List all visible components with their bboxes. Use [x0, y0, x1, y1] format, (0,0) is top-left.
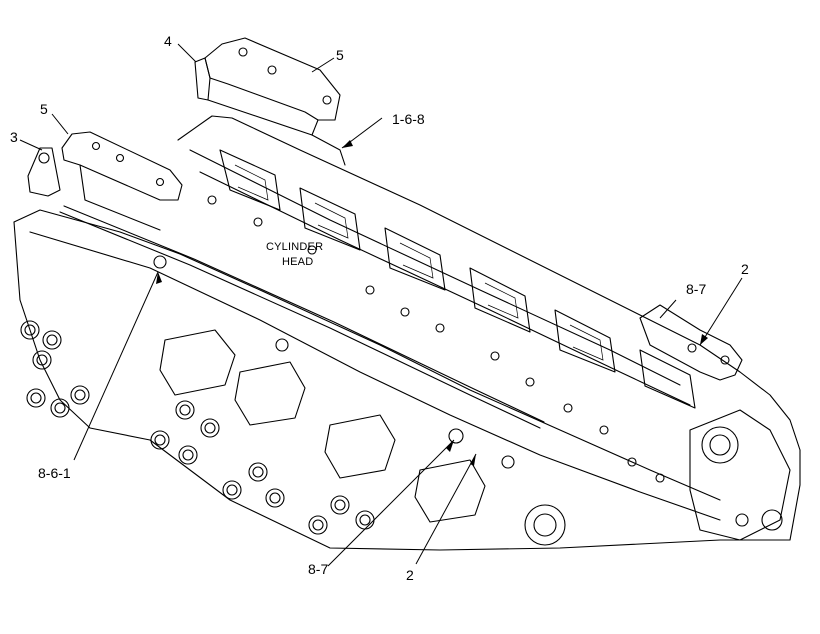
fuel-line: [59, 205, 545, 469]
callout-3: 3: [10, 129, 18, 145]
callout-2-bottom: 2: [406, 567, 414, 583]
bracket-left: [27, 131, 183, 231]
valve-springs: [20, 320, 375, 535]
callout-5-top: 5: [336, 47, 344, 63]
callout-1-6-8: 1-6-8: [392, 111, 425, 127]
deck-bolt-holes: [207, 195, 665, 483]
bracket-upper: [194, 37, 346, 166]
callout-labels: 4 5 5 3 1-6-8 8-7 2 8-6-1 8-7 2: [10, 33, 749, 583]
tube-bracket-right: [639, 304, 743, 381]
callout-4: 4: [164, 33, 172, 49]
callout-8-7-right: 8-7: [686, 281, 706, 297]
callout-8-6-1: 8-6-1: [38, 465, 71, 481]
callout-8-7-bottom: 8-7: [308, 561, 328, 577]
callout-2-right: 2: [741, 261, 749, 277]
leader-lines: [19, 43, 743, 567]
center-label-line2: HEAD: [282, 256, 313, 268]
cylinder-head-drawing: [13, 115, 801, 551]
cylinder-head-label: CYLINDER HEAD: [266, 241, 323, 268]
callout-5-left: 5: [40, 101, 48, 117]
center-label-line1: CYLINDER: [266, 241, 323, 253]
